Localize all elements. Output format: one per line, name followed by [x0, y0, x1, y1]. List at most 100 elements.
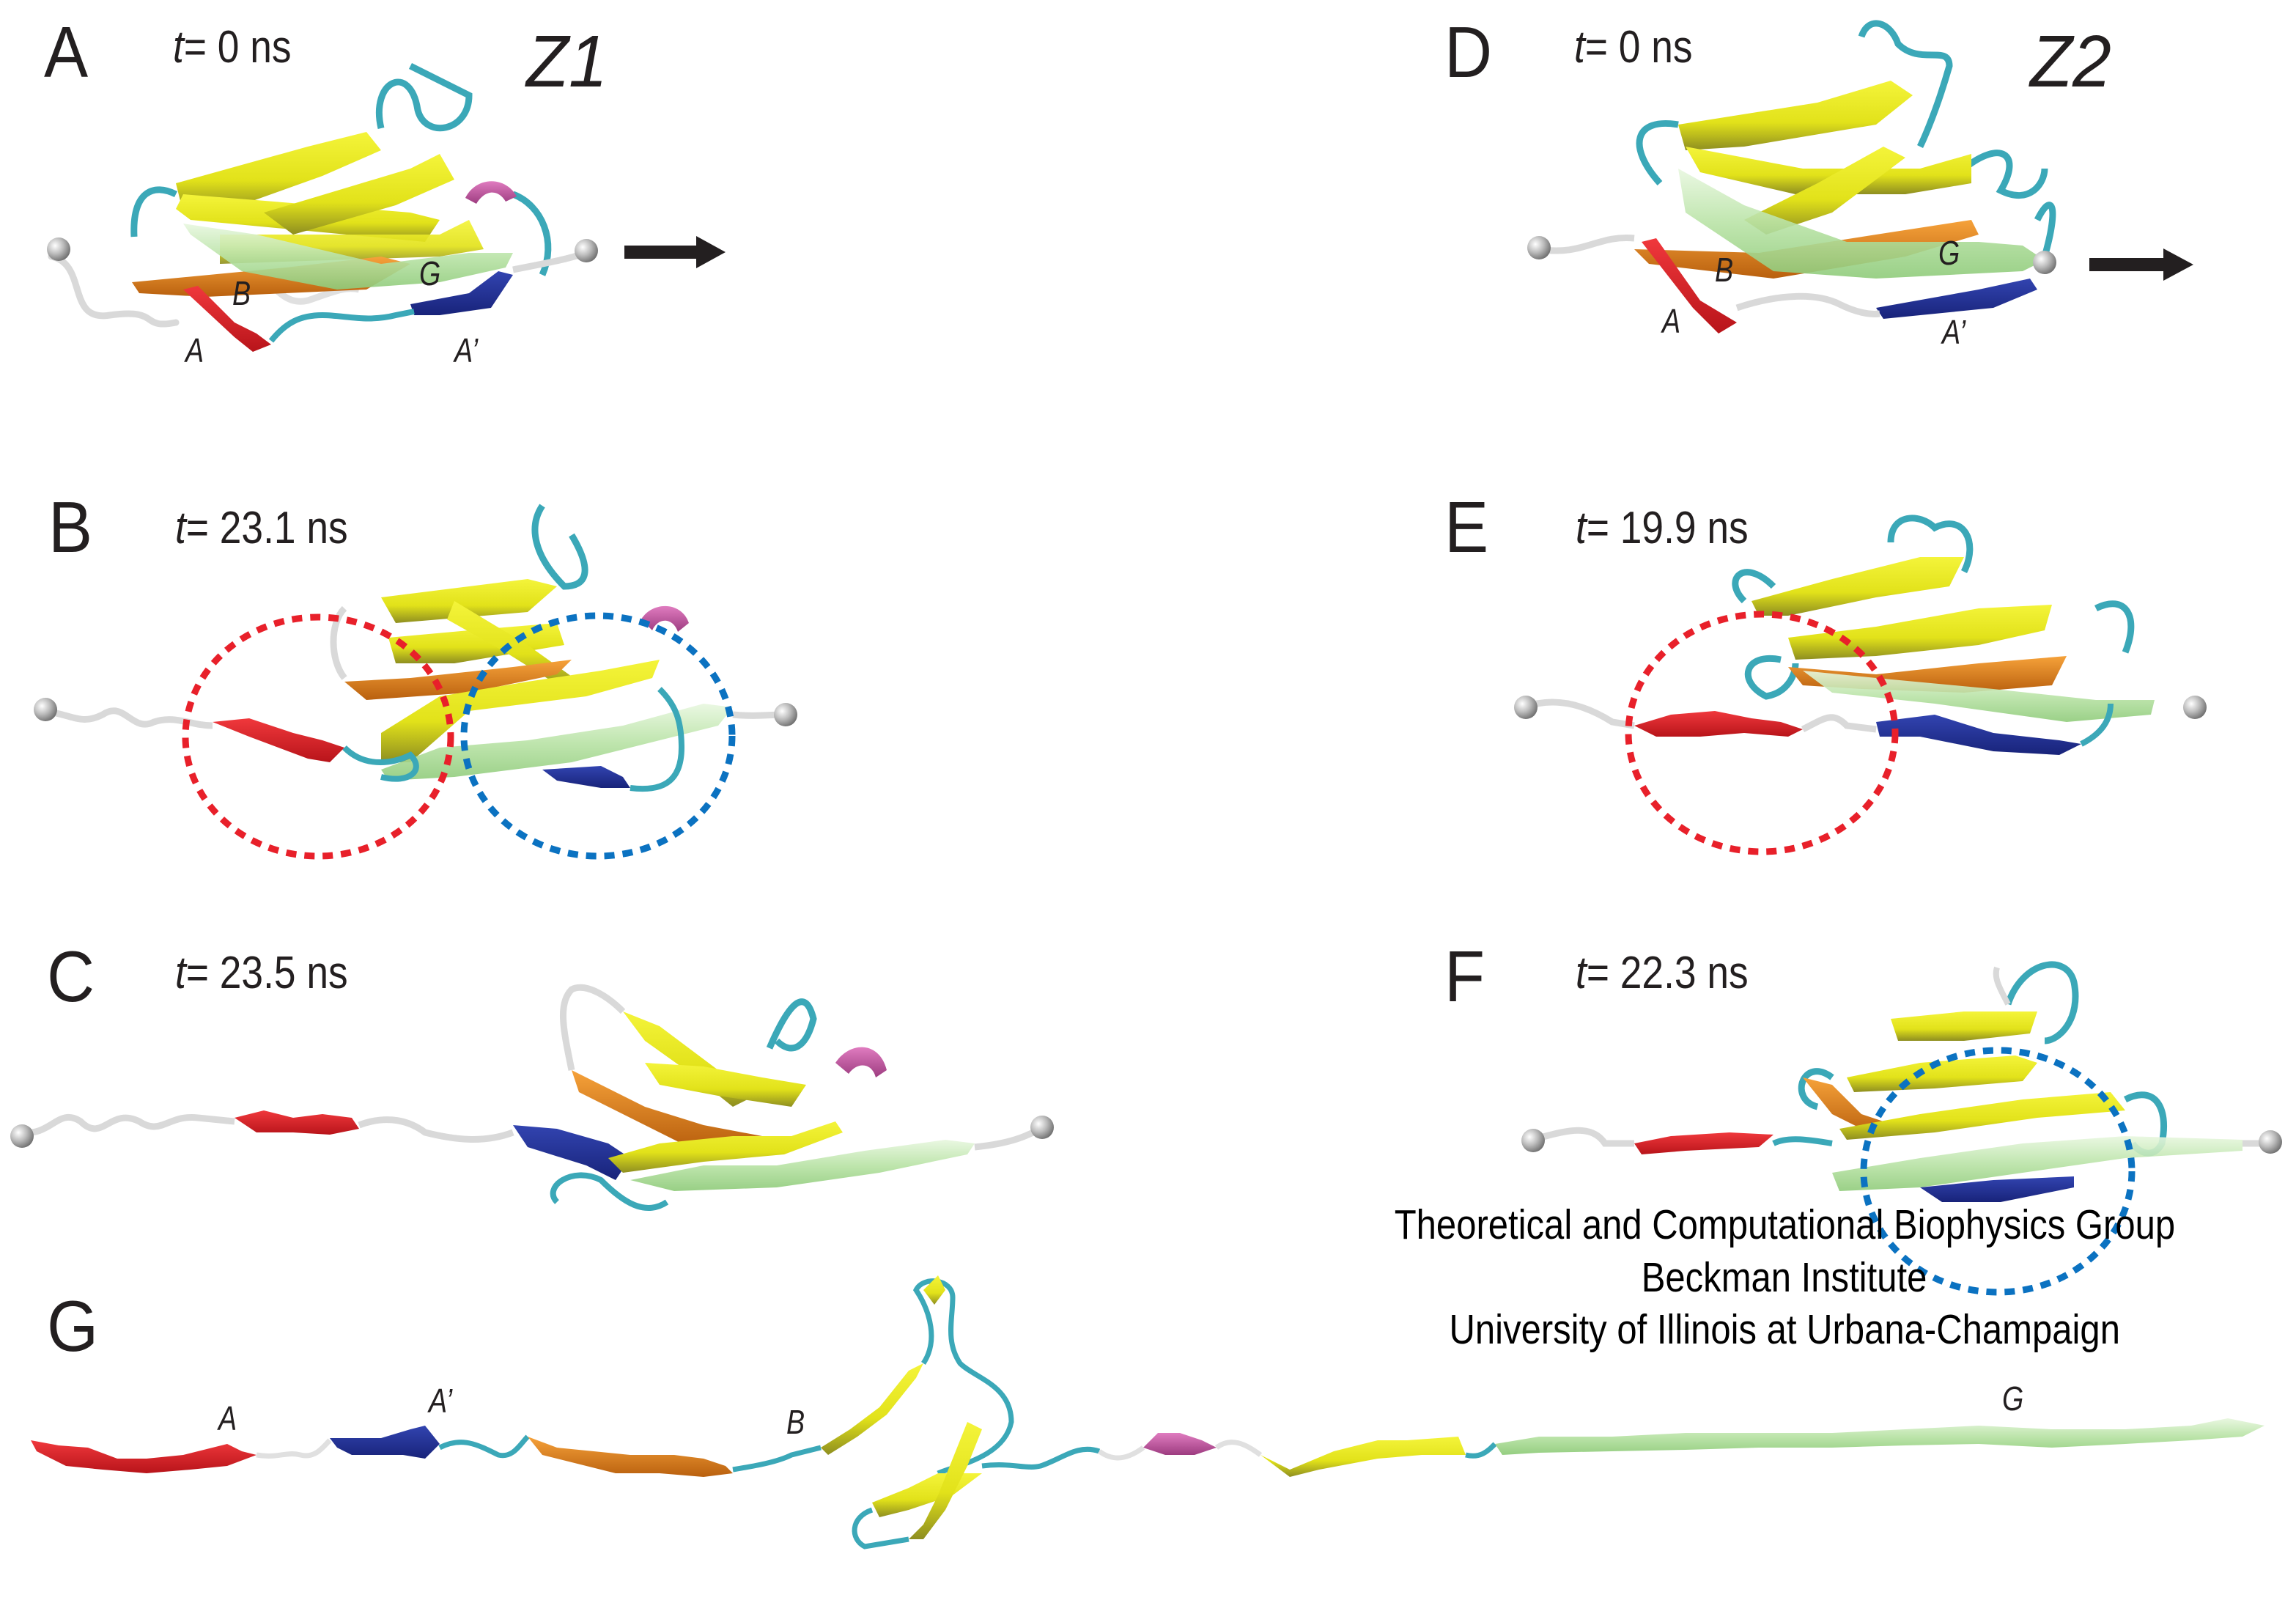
strand-g	[1832, 1136, 2243, 1191]
helix	[835, 1047, 887, 1077]
yellow-strand	[608, 1121, 843, 1173]
turn	[438, 1434, 530, 1459]
coil	[256, 1438, 332, 1459]
pulling-arrow-a	[624, 236, 726, 268]
coil	[1735, 292, 1880, 317]
time-value: = 23.5 ns	[185, 948, 348, 998]
time-symbol: t	[1574, 22, 1585, 73]
strand-label-a: A	[218, 1399, 237, 1437]
anchor-bead	[1521, 1129, 1545, 1152]
strand-a	[1634, 711, 1803, 737]
credit-institute: Beckman Institute	[1304, 1257, 2264, 1299]
turn	[531, 504, 588, 590]
time-value: = 0 ns	[1584, 22, 1693, 73]
strand-a	[1642, 238, 1737, 334]
pulled-bead	[2259, 1130, 2282, 1154]
turn	[852, 1507, 909, 1549]
turn	[1772, 1136, 1833, 1146]
coil	[1214, 1440, 1263, 1457]
strand-a	[235, 1110, 359, 1135]
strand-g	[630, 1140, 975, 1191]
coil	[1801, 714, 1877, 733]
strand-label-b: B	[786, 1403, 805, 1441]
strand-a	[31, 1440, 256, 1473]
coil	[358, 1116, 514, 1143]
pulled-bead	[575, 239, 598, 262]
strand-g	[183, 224, 513, 290]
strand-label-b: B	[1715, 251, 1734, 289]
yellow-strand	[923, 1275, 945, 1305]
strand-label-a-prime: A’	[1942, 313, 1966, 351]
yellow-strand	[1839, 1092, 2125, 1140]
turn	[1465, 1442, 1497, 1459]
panel-label-a: A	[44, 12, 89, 92]
helix	[465, 181, 517, 204]
yellow-strand	[388, 623, 564, 663]
turn	[2034, 202, 2056, 258]
turn	[912, 1278, 1014, 1476]
turn	[1732, 569, 1776, 604]
turn	[2094, 600, 2135, 654]
credit-university: University of Illinois at Urbana-Champai…	[1304, 1309, 2264, 1351]
time-symbol: t	[175, 948, 186, 998]
strand-a-prime	[513, 1125, 630, 1180]
strand-label-g: G	[2002, 1379, 2024, 1418]
turn	[1962, 150, 2048, 199]
time-value: = 19.9 ns	[1586, 503, 1749, 553]
strand-label-a-prime: A’	[454, 331, 479, 369]
yellow-strand	[645, 1063, 806, 1107]
strand-a-prime	[1920, 1176, 2074, 1202]
yellow-strand	[872, 1473, 982, 1517]
pulled-bead	[2033, 251, 2056, 274]
panel-b-structure	[34, 504, 797, 792]
coil	[1530, 1127, 1634, 1147]
blue-dashed-circle-b	[460, 612, 736, 860]
time-label-a: t= 0 ns	[173, 25, 292, 70]
panel-label-f: F	[1444, 936, 1485, 1017]
time-symbol: t	[173, 22, 184, 73]
strand-label-a: A	[185, 331, 204, 369]
anchor-bead	[10, 1124, 34, 1148]
coil	[1993, 966, 2011, 1006]
strand-g	[1803, 671, 2155, 722]
strand-label-g: G	[1938, 234, 1960, 272]
anchor-bead	[1514, 696, 1538, 719]
strand-a-prime	[542, 766, 630, 788]
panel-a-structure	[47, 62, 598, 352]
coil	[48, 253, 180, 328]
pulling-arrow-d	[2089, 248, 2193, 281]
panel-c-structure	[10, 984, 1054, 1212]
coil	[560, 984, 626, 1071]
red-dashed-circle-b	[182, 613, 454, 860]
strand-a-prime	[410, 271, 513, 315]
strand-label-g: G	[419, 254, 441, 292]
strand-g	[1495, 1418, 2264, 1455]
turn	[130, 186, 178, 237]
panel-label-d: D	[1444, 12, 1493, 92]
yellow-strand	[821, 1363, 923, 1455]
coil	[330, 605, 347, 680]
yellow-strand	[176, 132, 381, 213]
anchor-bead	[47, 237, 70, 261]
time-value: = 22.3 ns	[1586, 948, 1749, 998]
strand-a	[183, 286, 271, 352]
panel-f-structure	[1521, 961, 2282, 1202]
coil	[1097, 1445, 1145, 1461]
turn	[981, 1446, 1101, 1470]
yellow-strand	[381, 660, 660, 762]
strand-a-prime	[330, 1426, 440, 1459]
turn	[268, 309, 415, 343]
coil	[974, 1125, 1043, 1151]
panel-e-structure	[1514, 515, 2207, 755]
time-symbol: t	[175, 503, 186, 553]
strand-a	[1634, 1132, 1773, 1154]
credit-line: Beckman Institute	[1642, 1254, 1927, 1301]
time-label-d: t= 0 ns	[1574, 25, 1693, 70]
time-value: = 23.1 ns	[185, 503, 348, 553]
panel-label-e: E	[1444, 487, 1489, 567]
turn	[1636, 120, 1679, 186]
strand-label-a-prime: A’	[429, 1382, 453, 1420]
yellow-strand	[1678, 81, 1913, 150]
time-label-b: t= 23.1 ns	[175, 506, 348, 551]
credit-group: Theoretical and Computational Biophysics…	[1304, 1204, 2264, 1246]
